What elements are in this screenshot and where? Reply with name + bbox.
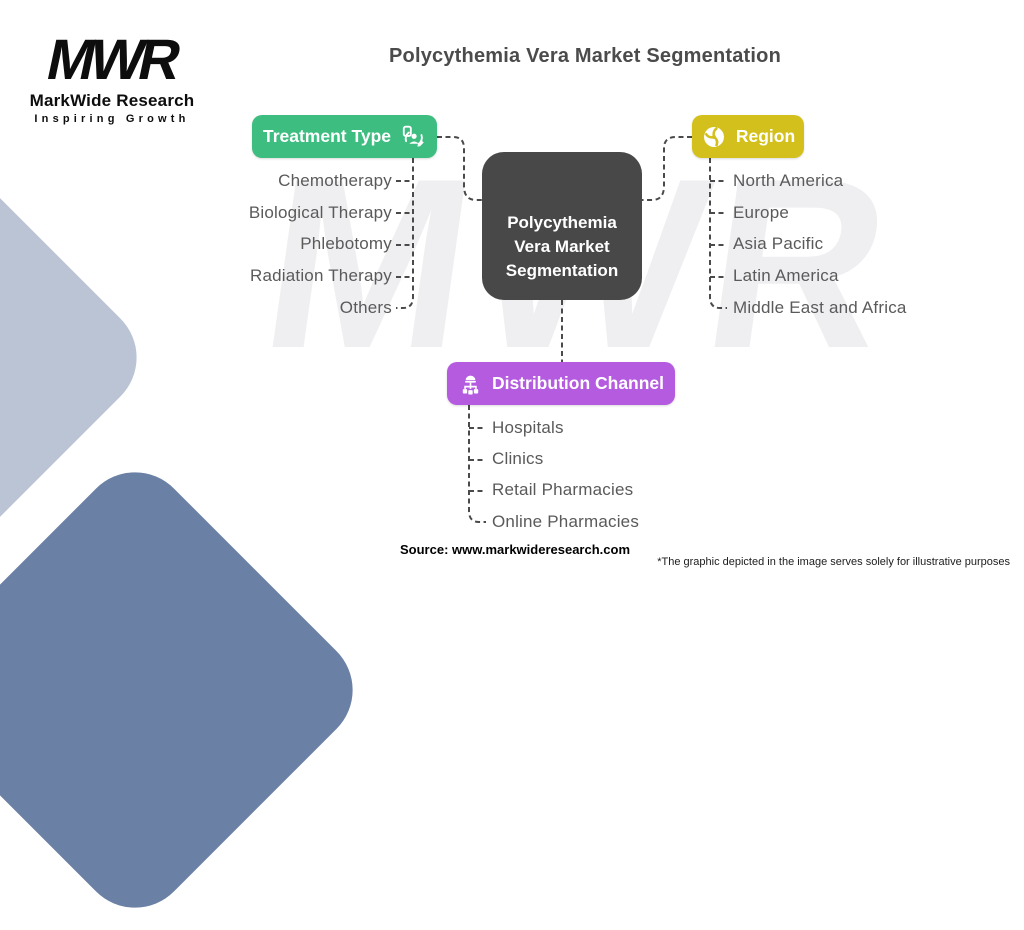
brand-logo-acronym: MWR — [41, 28, 183, 92]
list-item: Europe — [733, 202, 790, 222]
dashed-connectors — [396, 136, 727, 523]
list-item: Middle East and Africa — [733, 298, 907, 318]
list-item: Biological Therapy — [248, 202, 392, 222]
region-badge: Region — [692, 115, 804, 158]
user-sync-edit-icon — [400, 124, 426, 150]
distribution-channel-item-list: Hospitals Clinics Retail Pharmacies Onli… — [492, 412, 732, 538]
list-item: Latin America — [733, 266, 839, 286]
brand-logo-name: MarkWide Research — [29, 91, 195, 110]
list-item: Hospitals — [492, 417, 564, 437]
list-item: Others — [339, 298, 392, 318]
disclaimer-text: *The graphic depicted in the image serve… — [657, 556, 1010, 568]
list-item: Phlebotomy — [300, 234, 392, 254]
brand-logo-tagline: Inspiring Growth — [34, 113, 190, 125]
treatment-type-label: Treatment Type — [262, 126, 392, 146]
region-label: Region — [735, 126, 796, 146]
center-node-label: Polycythemia Vera Market Segmentation — [506, 211, 618, 283]
page-title: Polycythemia Vera Market Segmentation — [389, 45, 781, 67]
center-node: Polycythemia Vera Market Segmentation — [482, 152, 642, 300]
distribution-channel-badge: Distribution Channel — [447, 362, 675, 405]
list-item: Retail Pharmacies — [492, 480, 634, 500]
center-node-line: Segmentation — [505, 261, 619, 280]
source-text: Source: www.markwideresearch.com — [400, 542, 631, 557]
globe-icon — [701, 124, 727, 150]
center-node-line: Vera Market — [514, 237, 610, 256]
treatment-type-item-list: Chemotherapy Biological Therapy Phleboto… — [120, 165, 392, 324]
network-hierarchy-icon — [458, 371, 483, 396]
brand-logo: MWR MarkWide Research Inspiring Growth — [28, 28, 196, 125]
list-item: Asia Pacific — [733, 234, 824, 254]
list-item: Online Pharmacies — [492, 511, 640, 531]
distribution-channel-label: Distribution Channel — [491, 373, 665, 393]
list-item: Radiation Therapy — [249, 266, 392, 286]
center-node-line: Polycythemia — [507, 213, 617, 232]
list-item: Clinics — [492, 449, 544, 469]
region-item-list: North America Europe Asia Pacific Latin … — [733, 165, 993, 324]
list-item: Chemotherapy — [278, 170, 392, 190]
list-item: North America — [733, 170, 844, 190]
treatment-type-badge: Treatment Type — [252, 115, 437, 158]
